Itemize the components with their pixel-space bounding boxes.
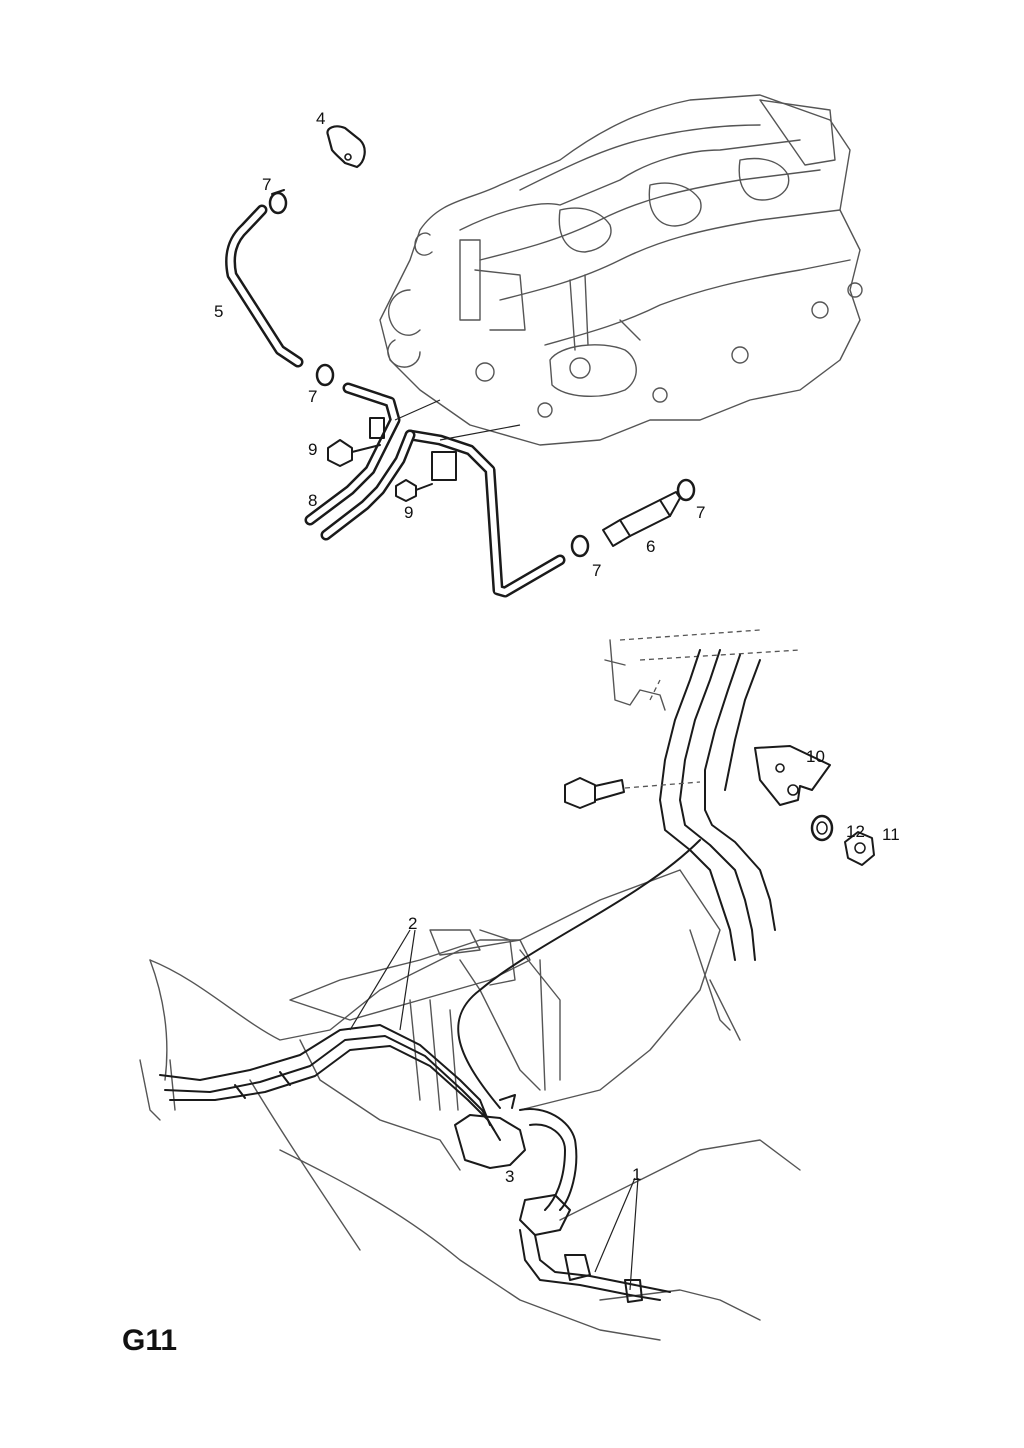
callout-12: 12 — [846, 822, 865, 841]
leader-lines — [349, 929, 639, 1291]
callout-5: 5 — [214, 302, 223, 321]
callout-11: 11 — [882, 825, 900, 844]
callout-9: 9 — [308, 440, 317, 459]
intake-manifold — [379, 94, 863, 446]
callout-7: 7 — [308, 387, 317, 406]
page-code: G11 — [122, 1324, 177, 1357]
bolt-icon — [327, 439, 433, 502]
callout-3: 3 — [505, 1167, 514, 1186]
callout-2: 2 — [408, 914, 417, 933]
callout-7: 7 — [262, 175, 271, 194]
callout-9: 9 — [404, 503, 413, 522]
callout-7: 7 — [592, 561, 601, 580]
callout-4: 4 — [316, 109, 325, 128]
brake-lines-lower — [139, 629, 875, 1341]
callout-6: 6 — [646, 537, 655, 556]
pipe-assembly-8 — [304, 382, 566, 598]
pipe-clip-icon — [326, 125, 366, 169]
callout-7: 7 — [696, 503, 705, 522]
callout-10: 10 — [806, 747, 825, 766]
connector-icon — [602, 491, 681, 547]
callout-8: 8 — [308, 491, 317, 510]
callout-1: 1 — [632, 1165, 641, 1184]
hose-clamp-icon — [268, 189, 696, 558]
pipe-hose-5 — [225, 204, 304, 368]
